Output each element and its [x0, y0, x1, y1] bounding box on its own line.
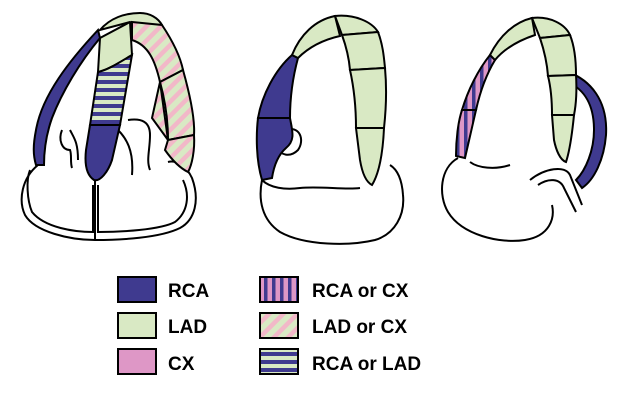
legend-label-lad-or-cx: LAD or CX	[312, 317, 407, 338]
atria-outline	[20, 160, 197, 242]
legend-swatch-lad-or-cx	[259, 312, 299, 339]
right-atrium-wall	[97, 179, 188, 234]
lv-lateral-wall-lower-lad-or-cx	[163, 133, 196, 174]
legend: RCA LAD CX RCA or CX LAD or CX RCA or LA…	[117, 276, 421, 375]
legend-label-rca-or-lad: RCA or LAD	[312, 354, 421, 375]
anterior-basal-lad	[354, 127, 386, 187]
legend-swatch-rca	[117, 276, 157, 303]
atrium-outline-3	[441, 157, 554, 242]
legend-label-cx: CX	[168, 354, 195, 375]
legend-label-lad: LAD	[168, 317, 207, 338]
inferior-wall-rca	[256, 53, 300, 119]
heart-four-chamber-view	[20, 11, 197, 242]
aorta-3	[529, 168, 583, 213]
posterior-basal-rca-or-cx	[454, 109, 478, 160]
inferior-base-rca	[255, 117, 294, 182]
posterior-branch-rca	[567, 70, 608, 190]
apex-lad-2	[290, 14, 342, 60]
posterior-wall-rca-or-cx	[460, 53, 497, 111]
legend-swatch-lad	[117, 312, 157, 339]
legend-label-rca-or-cx: RCA or CX	[312, 281, 409, 302]
apex-lad-3	[488, 16, 537, 62]
septum-lower-rca	[84, 124, 122, 182]
tricuspid-valve	[117, 118, 152, 176]
anterior-lower-lad	[348, 66, 388, 129]
legend-swatch-rca-or-lad	[259, 348, 299, 375]
legend-swatch-rca-or-cx	[259, 276, 299, 303]
legend-label-rca: RCA	[168, 281, 209, 302]
rv-free-wall-rca	[32, 27, 102, 166]
legend-swatch-cx	[117, 348, 157, 375]
mitral-valve	[59, 129, 79, 169]
lv-lateral-notch	[150, 81, 169, 141]
heart-two-chamber-view	[255, 14, 405, 245]
left-atrium-wall	[26, 169, 94, 234]
anterior-mid-lad	[340, 30, 387, 72]
anterior-lower-lad-3	[546, 73, 578, 116]
anterior-mid-lad-3	[538, 33, 578, 78]
heart-long-axis-view	[441, 16, 608, 242]
atrium-outline-2	[259, 164, 405, 245]
anterior-basal-lad-3	[550, 114, 576, 164]
